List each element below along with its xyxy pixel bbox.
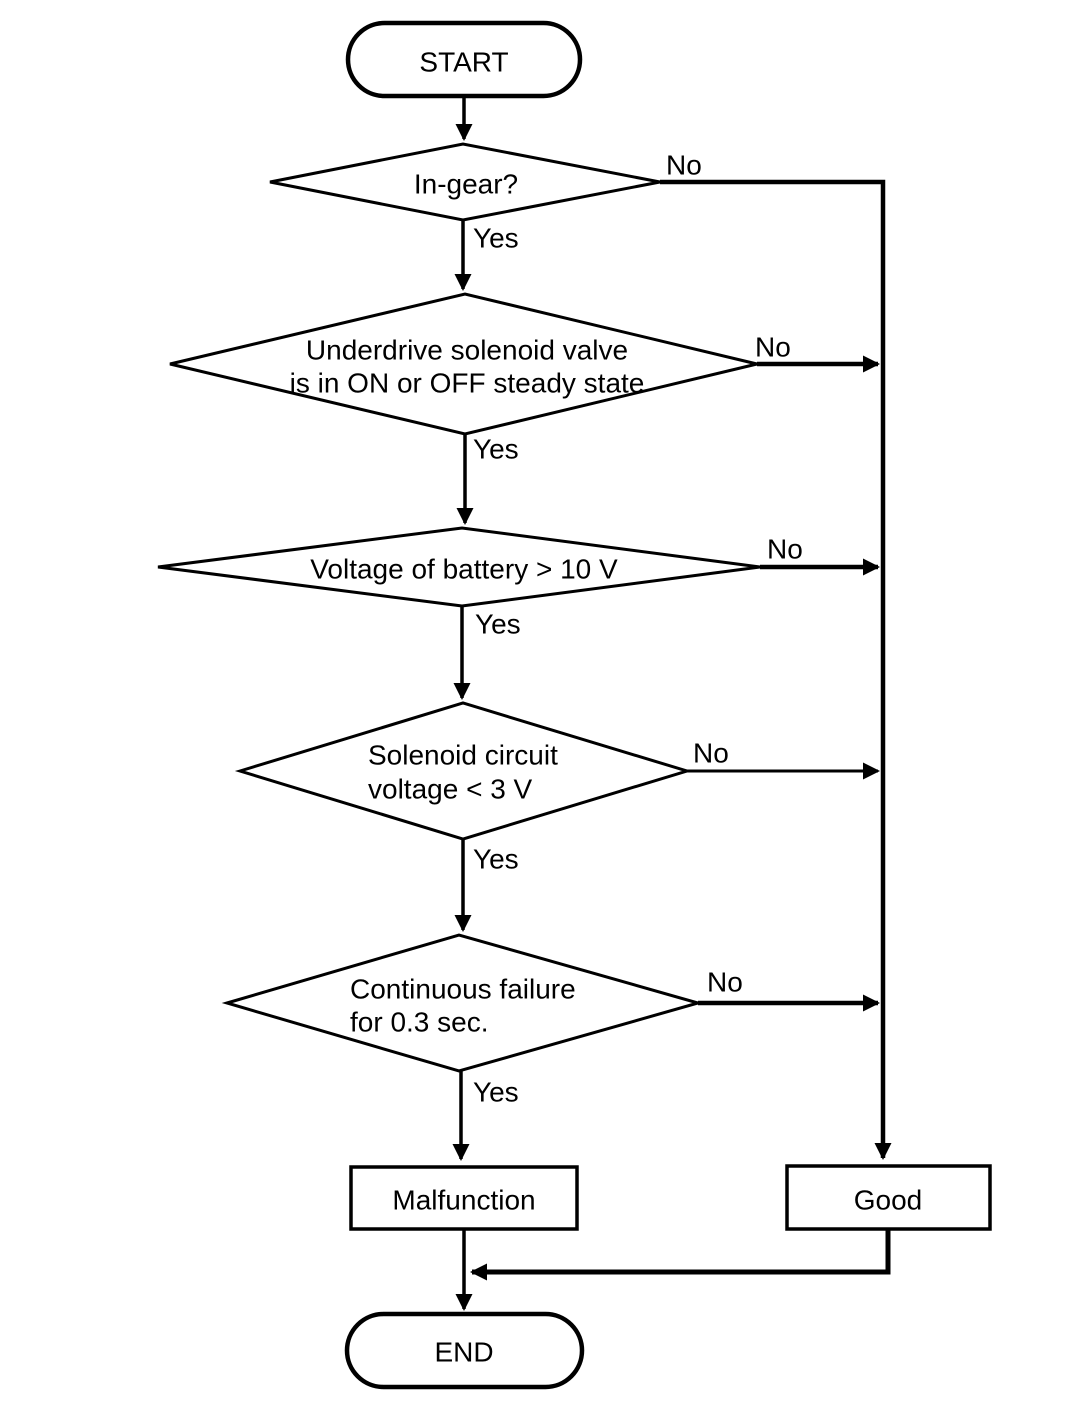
end-node-label: END xyxy=(434,1337,493,1368)
good-node-label: Good xyxy=(854,1185,923,1216)
no-label-underdrive: No xyxy=(755,332,791,363)
decision-in-gear xyxy=(269,142,661,222)
end-node xyxy=(344,1311,585,1390)
arrow-good-to-end-merge xyxy=(470,1229,891,1281)
good-node xyxy=(785,1164,992,1231)
decision-battery-voltage xyxy=(157,526,761,608)
decision-continuous-failure-label-line2: for 0.3 sec. xyxy=(350,1007,489,1038)
decision-solenoid-voltage xyxy=(234,701,693,841)
decision-underdrive-steady-label-line2: is in ON or OFF steady state xyxy=(290,368,645,399)
yes-label-failure: Yes xyxy=(473,1077,519,1108)
yes-label-underdrive: Yes xyxy=(473,434,519,465)
malfunction-node-label: Malfunction xyxy=(392,1185,535,1216)
no-label-failure: No xyxy=(707,967,743,998)
yes-label-in-gear: Yes xyxy=(473,223,519,254)
malfunction-node xyxy=(349,1165,579,1231)
start-node-label: START xyxy=(419,47,508,78)
no-label-battery: No xyxy=(767,534,803,565)
no-label-solenoid: No xyxy=(693,738,729,769)
yes-label-battery: Yes xyxy=(475,609,521,640)
yes-label-solenoid: Yes xyxy=(473,844,519,875)
decision-solenoid-voltage-label-line2: voltage < 3 V xyxy=(368,774,533,805)
decision-continuous-failure-label-line1: Continuous failure xyxy=(350,974,576,1005)
decision-underdrive-steady xyxy=(169,292,758,436)
decision-in-gear-label: In-gear? xyxy=(414,169,518,200)
decision-underdrive-steady-label-line1: Underdrive solenoid valve xyxy=(306,335,628,366)
arrow-ingear-no-to-good xyxy=(660,179,892,1160)
no-label-in-gear: No xyxy=(666,150,702,181)
start-node xyxy=(345,20,583,99)
decision-continuous-failure xyxy=(221,933,704,1073)
decision-battery-voltage-label: Voltage of battery > 10 V xyxy=(310,554,618,585)
decision-solenoid-voltage-label-line1: Solenoid circuit xyxy=(368,740,558,771)
